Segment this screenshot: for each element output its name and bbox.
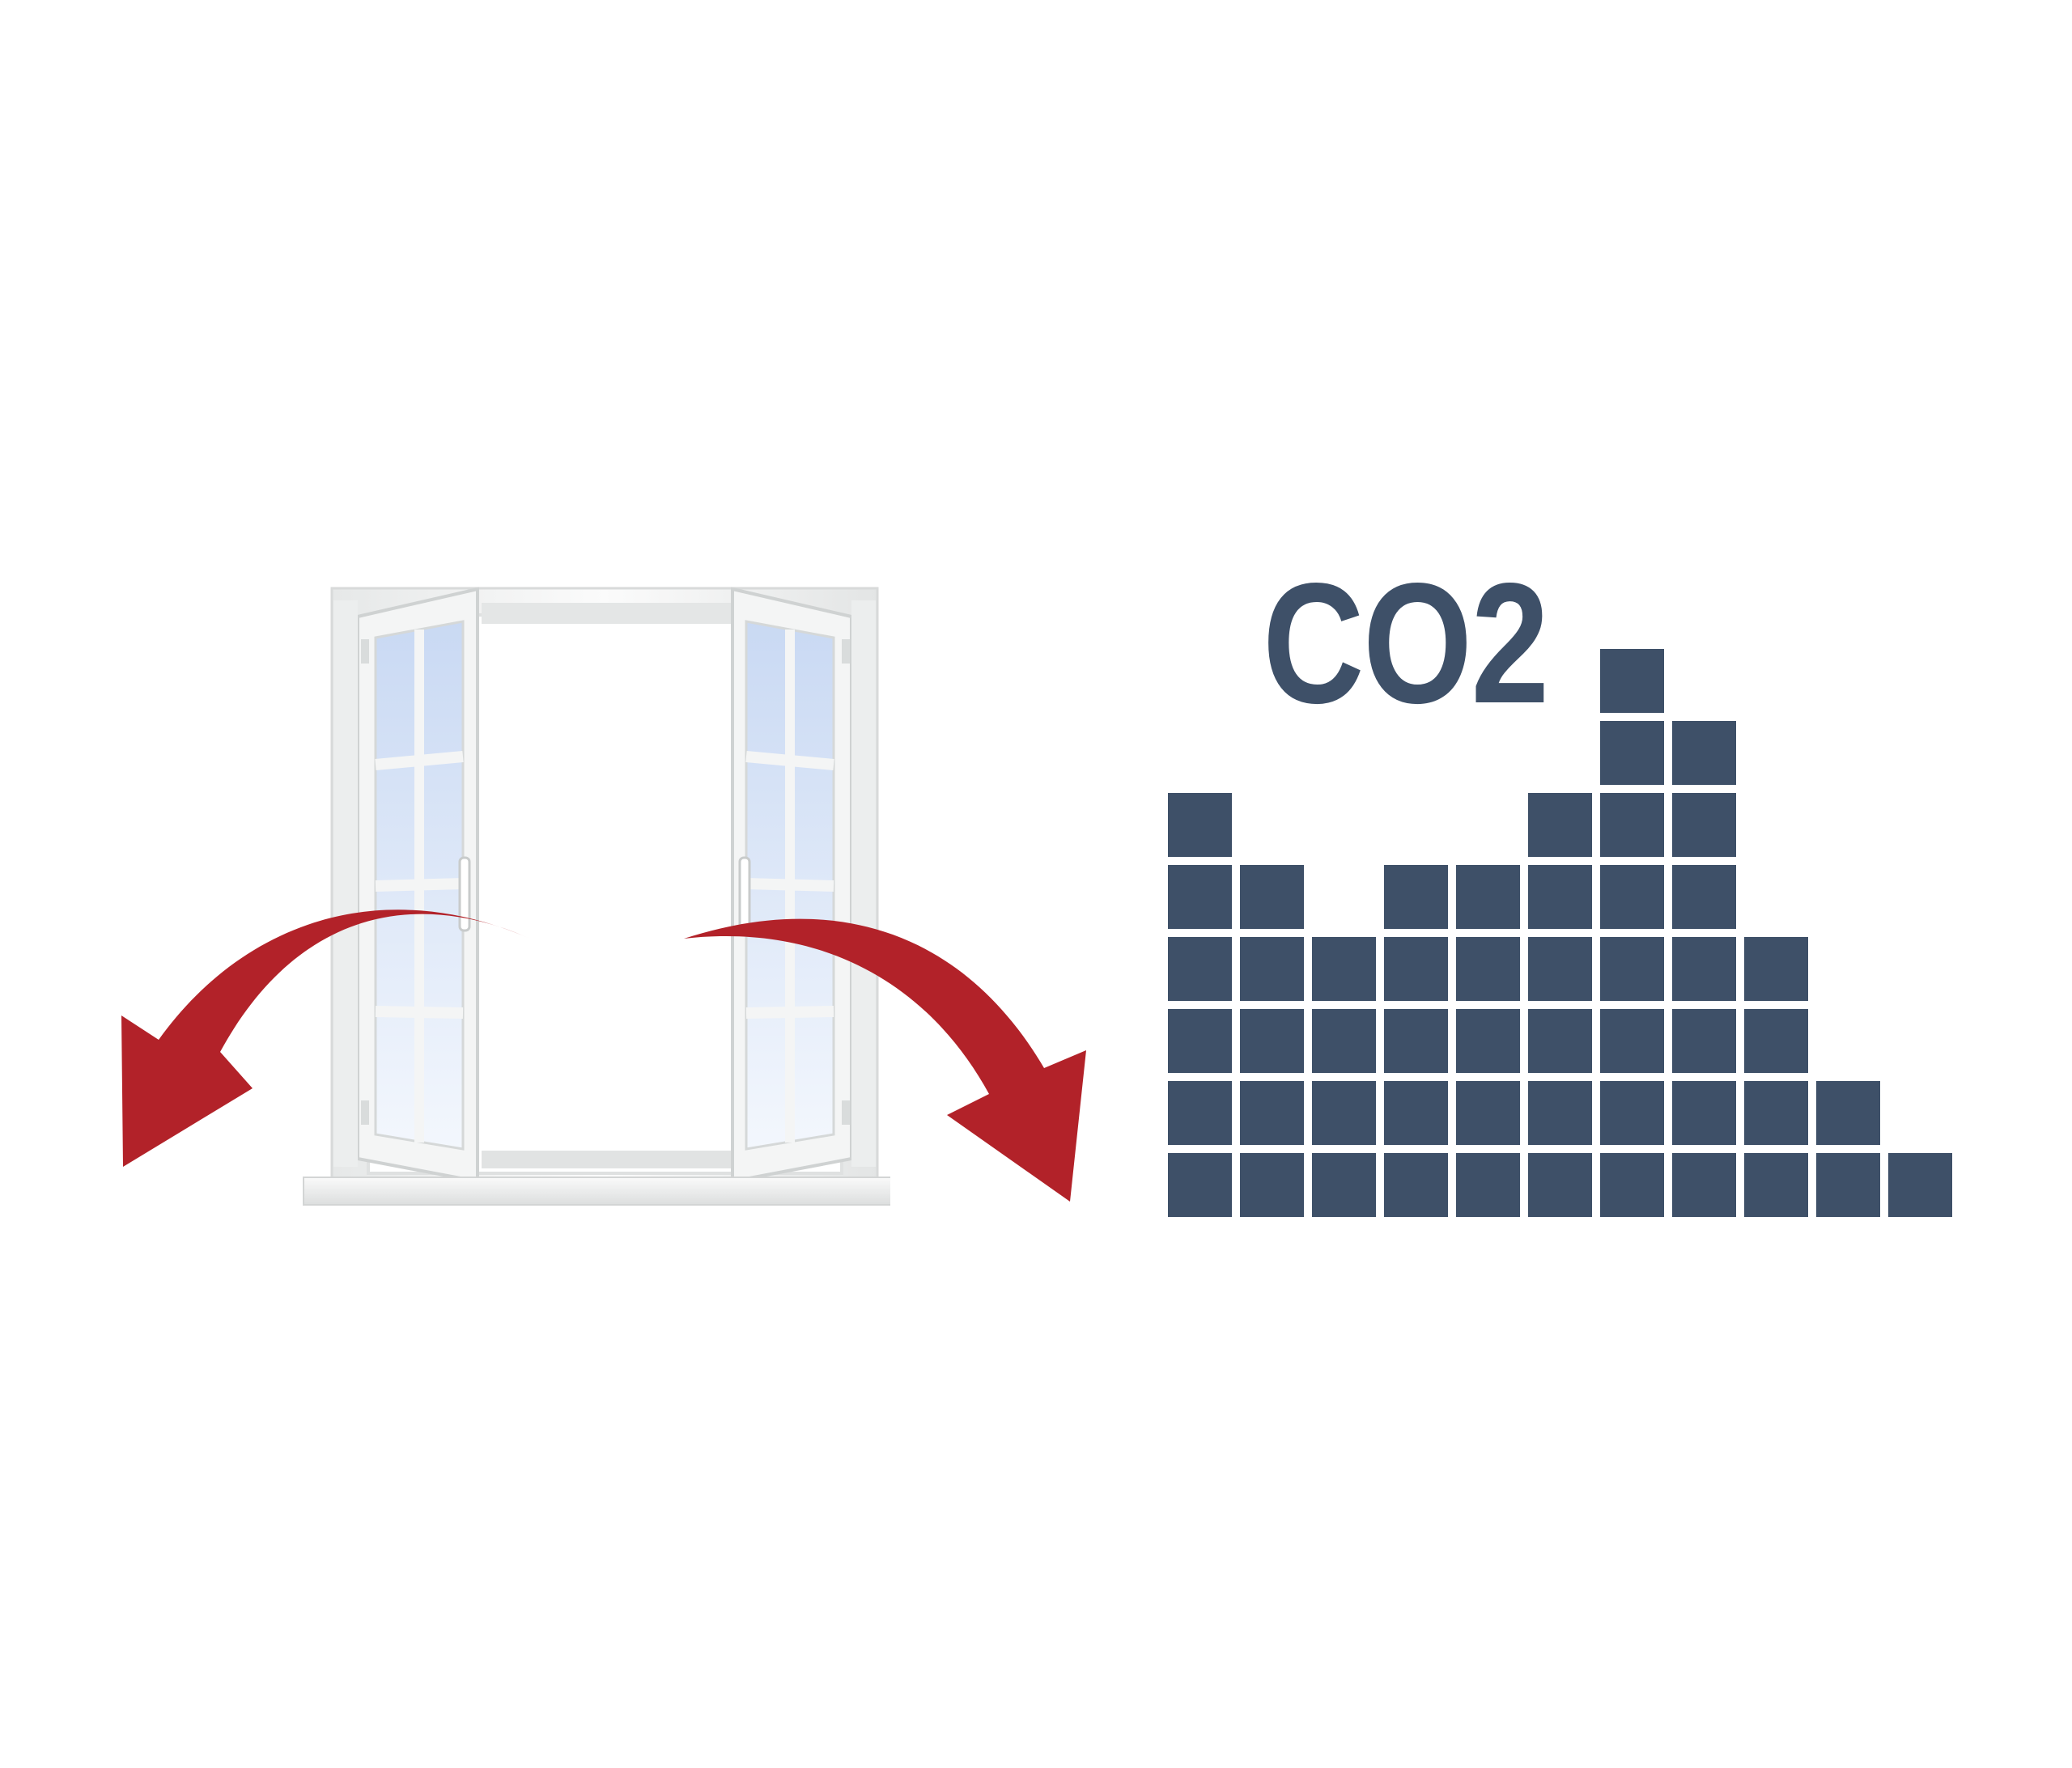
co2-block <box>1384 1009 1448 1073</box>
co2-block <box>1528 937 1592 1001</box>
co2-block <box>1528 1009 1592 1073</box>
co2-block <box>1528 793 1592 857</box>
co2-block <box>1672 1153 1736 1217</box>
co2-block <box>1312 937 1376 1001</box>
co2-block <box>1600 793 1664 857</box>
co2-block <box>1672 793 1736 857</box>
curved-arrow-right-icon <box>684 918 1086 1202</box>
co2-block <box>1240 937 1304 1001</box>
co2-block <box>1888 1153 1952 1217</box>
open-window-icon <box>303 587 890 1206</box>
co2-block <box>1600 1081 1664 1145</box>
co2-block <box>1744 1153 1808 1217</box>
co2-block <box>1672 865 1736 929</box>
co2-block <box>1672 1081 1736 1145</box>
co2-block <box>1600 865 1664 929</box>
co2-block <box>1384 1153 1448 1217</box>
co2-block <box>1672 721 1736 785</box>
co2-block <box>1168 865 1232 929</box>
co2-block <box>1168 1153 1232 1217</box>
co2-block <box>1456 937 1520 1001</box>
co2-block <box>1816 1153 1880 1217</box>
co2-block <box>1168 1009 1232 1073</box>
co2-block <box>1816 1081 1880 1145</box>
co2-block <box>1528 865 1592 929</box>
co2-block <box>1744 1081 1808 1145</box>
co2-block <box>1240 1081 1304 1145</box>
curved-arrow-left-icon <box>121 909 530 1167</box>
co2-block <box>1168 937 1232 1001</box>
co2-block <box>1240 1009 1304 1073</box>
co2-label: CO2 <box>1263 547 1549 739</box>
co2-block <box>1600 1153 1664 1217</box>
co2-block <box>1384 937 1448 1001</box>
co2-block <box>1312 1009 1376 1073</box>
co2-block <box>1168 1081 1232 1145</box>
co2-block <box>1240 865 1304 929</box>
co2-block <box>1744 1009 1808 1073</box>
co2-block <box>1456 1081 1520 1145</box>
co2-block <box>1600 1009 1664 1073</box>
co2-block <box>1456 1009 1520 1073</box>
co2-block <box>1384 865 1448 929</box>
co2-block <box>1672 1009 1736 1073</box>
co2-block <box>1528 1081 1592 1145</box>
co2-block <box>1384 1081 1448 1145</box>
co2-block <box>1600 937 1664 1001</box>
co2-block <box>1456 1153 1520 1217</box>
co2-block <box>1600 649 1664 713</box>
co2-block <box>1744 937 1808 1001</box>
co2-block <box>1600 721 1664 785</box>
co2-block <box>1672 937 1736 1001</box>
co2-block <box>1168 793 1232 857</box>
co2-block <box>1528 1153 1592 1217</box>
co2-block <box>1456 865 1520 929</box>
co2-block <box>1312 1153 1376 1217</box>
co2-block <box>1240 1153 1304 1217</box>
co2-block <box>1312 1081 1376 1145</box>
